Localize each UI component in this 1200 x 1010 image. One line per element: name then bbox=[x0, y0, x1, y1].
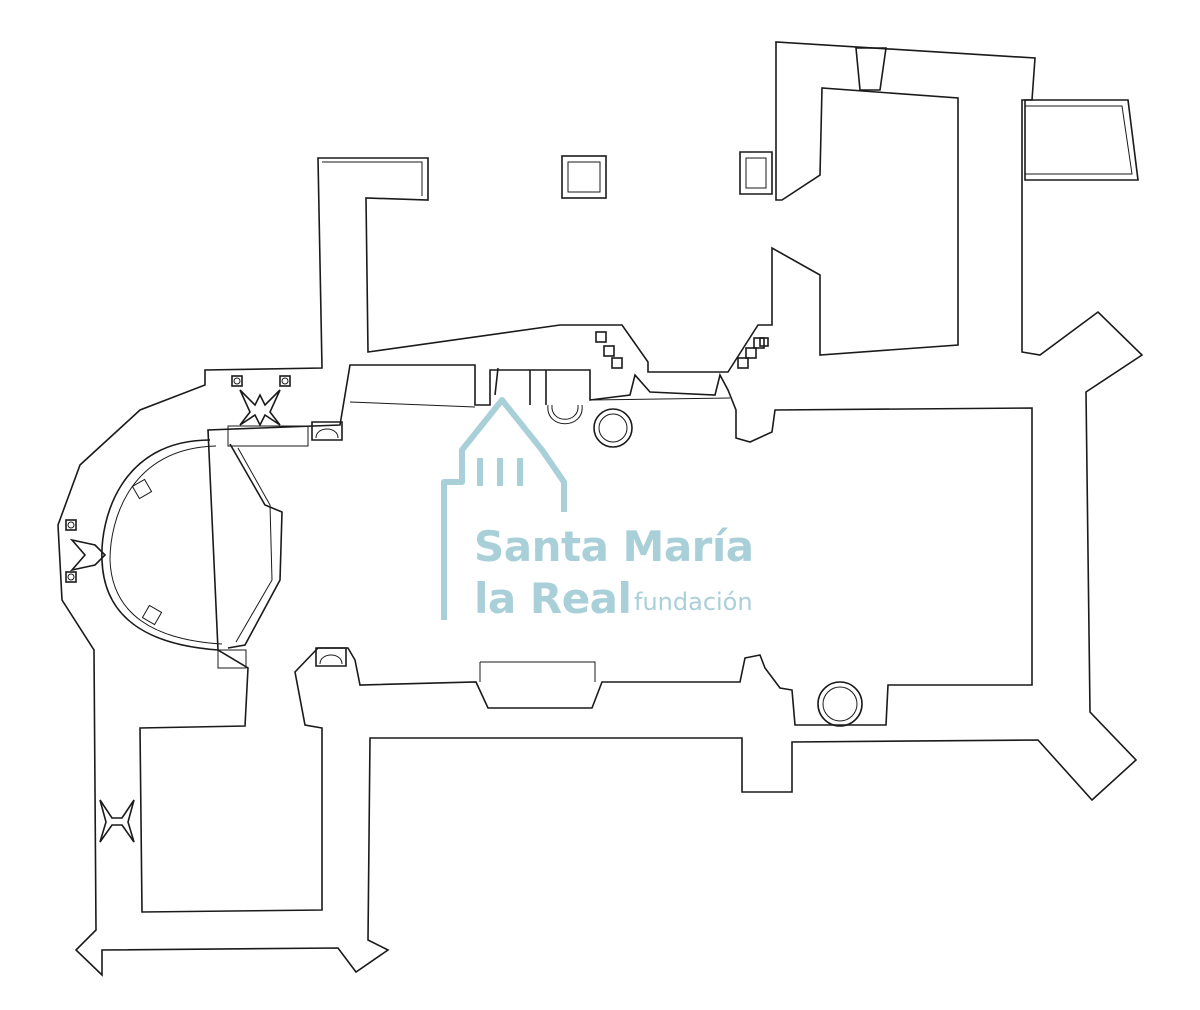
isolated-pillar bbox=[561, 155, 607, 199]
column-bases bbox=[65, 331, 769, 667]
nave bbox=[139, 364, 1033, 913]
cross-piers bbox=[69, 367, 547, 843]
north-east-annex bbox=[739, 47, 1139, 195]
round-elements bbox=[593, 408, 863, 727]
north-west-block bbox=[57, 41, 1144, 977]
apse bbox=[101, 425, 309, 669]
